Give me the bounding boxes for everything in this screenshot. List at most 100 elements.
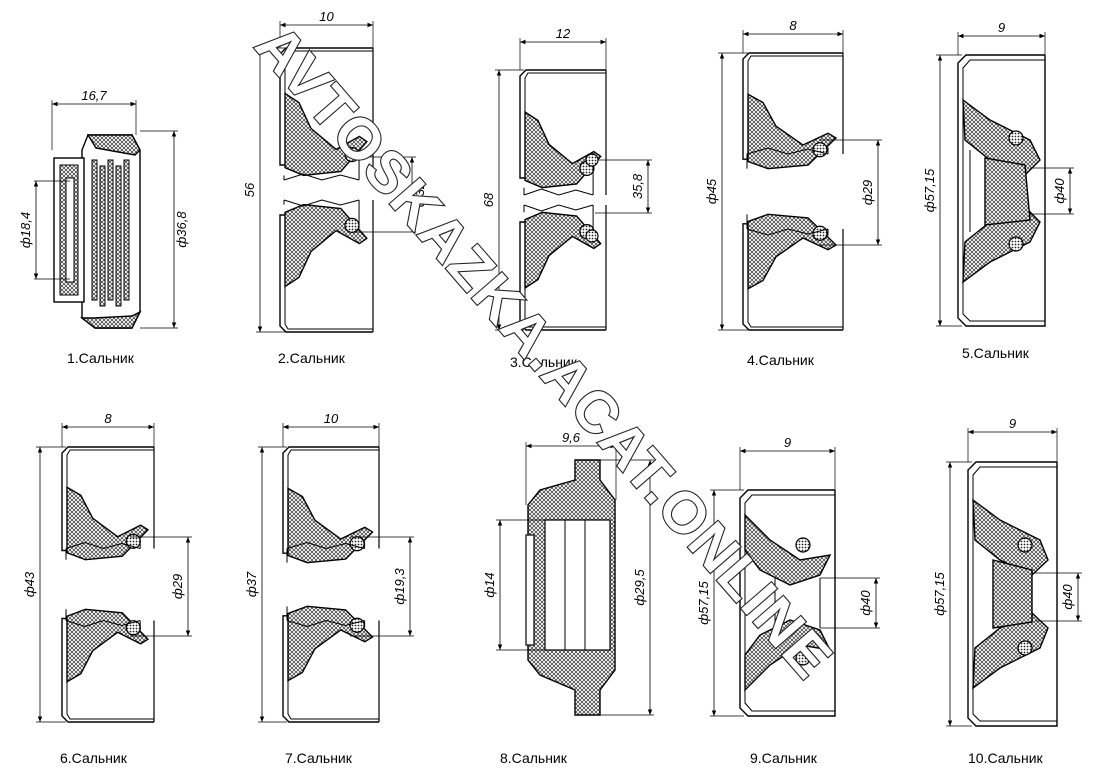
outer-diameter-label: 68 [481, 192, 496, 207]
metal-case [61, 617, 154, 723]
garter-spring [585, 153, 599, 167]
flange [525, 534, 535, 646]
rubber-lip-top [972, 498, 1049, 576]
outer-diameter-label: ф43 [22, 571, 37, 597]
metal-case [742, 52, 843, 160]
break-line [283, 199, 360, 207]
garter-spring [344, 217, 360, 233]
metal-case [519, 221, 606, 331]
rubber-lip-bottom [744, 619, 832, 692]
width-dimension-label: 9 [1009, 416, 1016, 431]
rubber-lip [66, 486, 150, 561]
garter-spring [795, 650, 811, 666]
metal-case [742, 223, 843, 331]
width-dimension-label: 8 [789, 18, 797, 33]
break-line [65, 541, 141, 550]
garter-spring [1017, 640, 1033, 656]
garter-spring [349, 536, 365, 552]
width-dimension-label: 8 [104, 411, 112, 426]
inner-diameter-label: ф29 [860, 180, 875, 205]
rubber-lip [66, 608, 150, 683]
seal-5-caption: 5.Сальник [962, 345, 1029, 361]
metal-case-inner [962, 59, 1045, 322]
rubber-lip [524, 211, 602, 290]
width-dimension-label: 10 [319, 9, 334, 24]
insert-core [65, 177, 75, 283]
seal-3-caption: 3.Сальник [510, 354, 577, 370]
seal-3-drawing: 12 68 35,8 [481, 26, 652, 331]
seal-7-drawing: 10 ф37 ф19,3 [244, 411, 414, 723]
outer-diameter-label: ф36,8 [174, 211, 189, 248]
break-line [286, 541, 365, 550]
seal-9-caption: 9.Сальник [750, 750, 817, 766]
rib [91, 159, 98, 301]
garter-spring [1017, 537, 1033, 553]
width-dimension-label: 12 [556, 26, 571, 41]
break-line [65, 619, 141, 628]
rubber-lip [287, 487, 374, 564]
seal-4-drawing: 8 ф45 ф29 [704, 18, 882, 331]
seal-2-caption: 2.Сальник [278, 350, 345, 366]
rubber-lip-bottom [972, 612, 1049, 690]
rib [99, 165, 106, 307]
outer-diameter-label: ф37 [244, 571, 259, 597]
rubber-lip [287, 605, 374, 682]
break-line [746, 147, 829, 155]
inner-diameter-label: 35,8 [630, 173, 645, 199]
metal-case [61, 446, 154, 552]
garter-spring [585, 229, 599, 243]
rubber-lip [747, 213, 838, 290]
inner-diameter-label: ф32 [412, 181, 427, 207]
seal-1-caption: 1.Сальник [67, 350, 134, 366]
break-line [523, 188, 594, 196]
metal-case [957, 54, 1046, 327]
metal-case [519, 69, 606, 179]
metal-case [282, 615, 379, 723]
break-line [286, 619, 365, 628]
seal-10-caption: 10.Сальник [968, 750, 1043, 766]
metal-case [282, 446, 379, 554]
garter-spring [812, 225, 828, 241]
inner-diameter-label: ф40 [1060, 584, 1075, 610]
outer-diameter-label: ф57,15 [922, 168, 937, 212]
width-dimension-label: 9,6 [562, 430, 581, 445]
seal-8-caption: 8.Сальник [500, 750, 567, 766]
garter-spring [1008, 236, 1024, 252]
rib [123, 159, 130, 301]
seal-10-drawing: 9 ф57,15 ф40 [932, 416, 1082, 727]
rubber-lip [747, 93, 838, 170]
rubber-lip-top [744, 513, 832, 586]
metal-case-inner [744, 494, 835, 712]
seal-6-drawing: 8 ф43 ф29 [22, 411, 192, 723]
inner-sleeve [984, 157, 1031, 226]
width-dimension-label: 10 [324, 411, 339, 426]
break-line [523, 204, 594, 212]
seal-2-drawing: 10 56 ф32 [242, 9, 427, 333]
rib [115, 165, 122, 307]
outer-diameter-label: ф57,15 [932, 572, 947, 616]
outer-diameter-label: ф29,5 [632, 569, 647, 606]
inner-diameter-label: ф40 [1052, 178, 1067, 204]
top-lip [86, 134, 141, 156]
outer-diameter-label: 56 [242, 182, 257, 197]
rib [107, 159, 114, 301]
outer-diameter-label: ф57,15 [696, 581, 711, 625]
inner-diameter-label: ф19,3 [392, 568, 407, 605]
width-dimension-label: 16,7 [81, 88, 107, 103]
rubber-lip [284, 203, 368, 288]
rubber-lip [524, 110, 602, 189]
metal-case-inner [972, 466, 1057, 722]
outer-diameter-label: ф45 [704, 178, 719, 204]
break-line [746, 228, 829, 236]
garter-spring [812, 142, 828, 158]
inner-diameter-label: ф29 [170, 574, 185, 599]
metal-case [967, 461, 1058, 727]
width-dimension-label: 9 [784, 435, 791, 450]
bottom-lip [79, 310, 142, 329]
